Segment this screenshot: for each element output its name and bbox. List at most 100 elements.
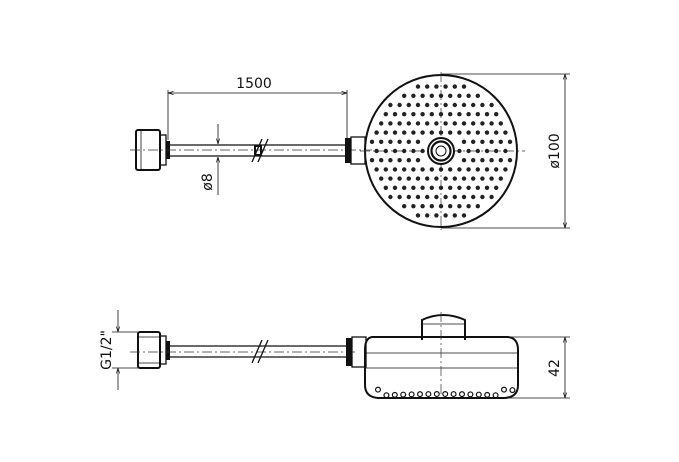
nozzle-hole	[457, 93, 462, 99]
nozzle-hole	[480, 158, 485, 163]
nozzle-hole	[434, 121, 439, 126]
nozzle-hole	[417, 391, 424, 398]
nozzle-hole	[402, 93, 407, 99]
nozzle-hole	[484, 148, 490, 154]
nozzle-hole	[438, 93, 444, 99]
nozzle-hole	[415, 176, 421, 181]
nozzle-hole	[425, 391, 432, 398]
nozzle-hole	[406, 176, 411, 181]
nozzle-hole	[452, 84, 457, 89]
nozzle-hole	[420, 148, 425, 154]
nozzle-hole	[411, 185, 416, 190]
nozzle-hole	[466, 204, 471, 209]
nozzle-hole	[443, 84, 448, 89]
nozzle-hole	[471, 121, 476, 126]
nozzle-hole	[391, 391, 398, 398]
nozzle-hole	[392, 112, 398, 117]
nozzle-hole	[411, 130, 416, 135]
nozzle-hole	[369, 158, 375, 163]
top-view: 1500 ø8 ø100	[130, 72, 570, 230]
nozzle-hole	[466, 112, 471, 117]
nozzle-hole	[489, 158, 494, 163]
nozzle-hole	[415, 158, 421, 163]
hose-side	[130, 339, 355, 364]
nozzle-hole	[452, 176, 457, 181]
head-height-label: 42	[547, 359, 563, 377]
nozzle-hole	[494, 112, 499, 117]
nozzle-hole	[484, 185, 490, 190]
nozzle-hole	[457, 204, 462, 209]
nozzle-hole	[383, 148, 388, 154]
nozzle-hole	[489, 194, 494, 200]
nozzle-hole	[448, 93, 453, 99]
nozzle-hole	[415, 213, 421, 218]
nozzle-hole	[397, 102, 402, 108]
nozzle-hole	[402, 167, 407, 172]
nozzle-hole	[420, 112, 425, 117]
nozzle-hole	[450, 391, 457, 398]
nozzle-hole	[466, 93, 471, 99]
nozzle-hole	[457, 148, 462, 154]
nozzle-hole	[402, 112, 407, 117]
nozzle-hole	[457, 167, 462, 172]
nozzle-hole	[406, 158, 411, 163]
nozzle-hole	[388, 121, 393, 126]
nozzle-hole	[509, 387, 516, 394]
nozzle-hole	[392, 185, 398, 190]
nozzle-hole	[461, 158, 467, 163]
nozzle-hole	[425, 84, 430, 89]
nozzle-hole	[438, 185, 444, 190]
nozzle-hole	[434, 84, 439, 89]
nozzle-hole	[408, 391, 415, 398]
nozzle-hole	[379, 121, 384, 126]
nozzle-hole	[415, 139, 421, 144]
nozzle-hole	[494, 148, 499, 154]
nozzle-hole	[374, 148, 379, 154]
nozzle-hole	[498, 158, 503, 163]
nozzle-hole	[471, 176, 476, 181]
nozzle-hole	[452, 194, 457, 200]
nozzle-hole	[475, 204, 480, 209]
nozzle-hole	[466, 167, 471, 172]
nozzle-hole	[475, 391, 482, 398]
nozzle-hole	[475, 112, 480, 117]
nozzle-hole	[494, 185, 499, 190]
nozzle-hole	[489, 102, 494, 108]
nozzle-hole	[507, 139, 513, 144]
nozzle-hole	[448, 204, 453, 209]
nozzle-hole	[379, 158, 384, 163]
nozzle-hole	[471, 102, 476, 108]
nozzle-hole	[397, 194, 402, 200]
nozzle-hole	[461, 176, 467, 181]
nozzle-hole	[402, 185, 407, 190]
nozzle-hole	[375, 386, 382, 393]
nozzle-hole	[484, 130, 490, 135]
nozzle-hole	[374, 167, 379, 172]
nozzle-hole	[411, 204, 416, 209]
nozzle-hole	[383, 392, 390, 399]
nozzle-hole	[475, 167, 480, 172]
nozzle-hole	[438, 167, 444, 172]
head-diameter-label: ø100	[547, 133, 563, 168]
nozzle-hole	[429, 167, 434, 172]
nozzle-hole	[501, 386, 508, 393]
nozzle-hole	[475, 130, 480, 135]
nozzle-hole	[429, 93, 434, 99]
nozzle-hole	[400, 391, 407, 398]
nozzle-hole	[374, 130, 379, 135]
nozzle-hole	[406, 194, 411, 200]
nozzle-hole	[397, 158, 402, 163]
nozzle-hole	[388, 194, 393, 200]
nozzle-hole	[448, 112, 453, 117]
nozzle-hole	[383, 112, 388, 117]
nozzle-hole	[433, 391, 440, 398]
nozzle-hole	[388, 176, 393, 181]
hose-top	[130, 138, 372, 163]
shower-head-side	[364, 312, 519, 400]
nozzle-hole	[484, 167, 490, 172]
nozzle-hole	[443, 176, 448, 181]
nozzle-hole	[392, 148, 398, 154]
nozzle-hole	[480, 121, 485, 126]
nozzle-hole	[452, 102, 457, 108]
dimension-head-height: 42	[505, 336, 570, 399]
